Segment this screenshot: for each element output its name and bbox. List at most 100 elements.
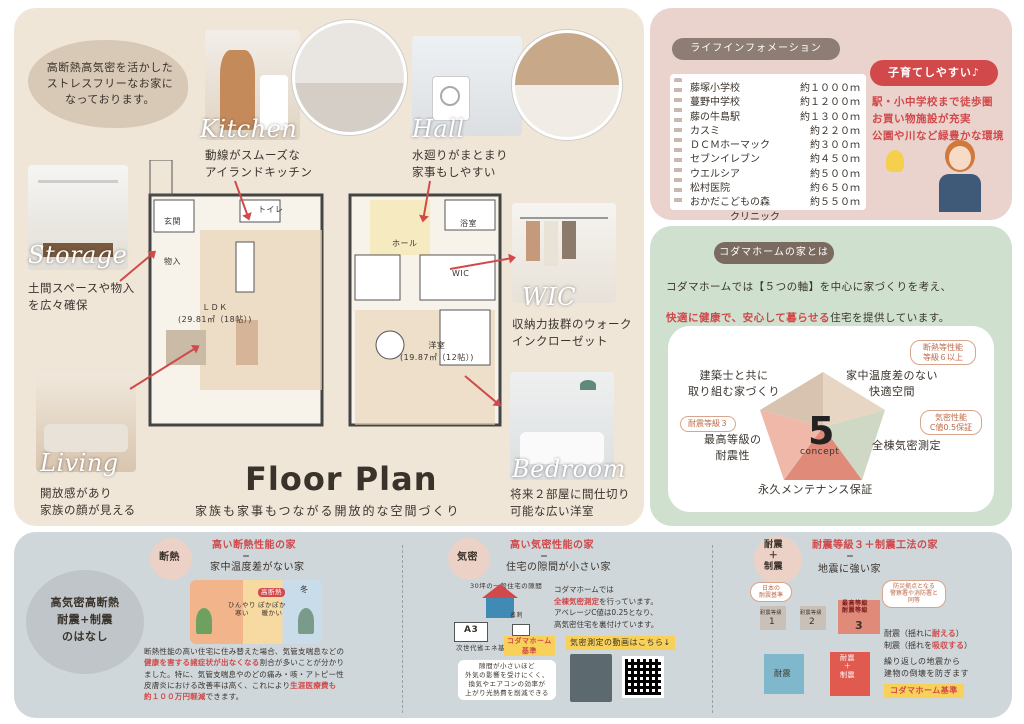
kimitsu-house-roof [482,584,518,598]
level-2-num: 2 [809,617,816,627]
life-info-name: 藤の牛島駅 [690,111,740,123]
kimitsu-video-link[interactable]: 気密測定の動画はこちら↓ [566,636,675,650]
kitchen-script: Kitchen [200,115,298,143]
concept-number: 5 [808,409,835,453]
measurement-photo [570,654,612,702]
meishi-card [512,624,530,636]
dannetsu-body-5: 約１００万円軽減できます。 [144,691,394,702]
taishin-house-2-label: 耐震 ＋ 制震 [840,654,855,679]
kimitsu-equals: ＝ [540,552,549,561]
life-info-distance: 約１３００ｍ [800,111,860,123]
storage-photo [28,165,128,270]
taishin-head: 耐震等級３＋制震工法の家 [812,540,938,551]
kitchen-circle-photo [292,20,407,135]
dannetsu-label: 断熱 [159,552,180,563]
life-info-points: 駅・小中学校まで徒歩圏 お買い物施設が充実 公園や川など緑豊かな環境 [872,96,1004,142]
concept-pentagon [760,372,885,480]
taishin-body-1b: 耐える [932,629,956,638]
floor-plan-subtitle: 家族も家事もつながる開放的な空間づくり [195,504,461,518]
life-info-distance: 約１２００ｍ [800,97,860,109]
dannetsu-body: 断熱性能の高い住宅に住み替えた場合、気管支喘息などの 健康を害する諸症状が出なく… [144,646,394,702]
life-info-name: 藤塚小学校 [690,83,740,94]
hall-photo [412,36,522,136]
taishin-label: 耐震 ＋ 制震 [764,540,784,572]
kimitsu-note: 隙間が小さいほど 外気の影響を受けにくく、 換気やエアコンの効率が 上がり光熱費… [458,660,556,701]
dannetsu-img-warm: ぽかぽか 暖かい [258,601,286,617]
taishin-equals: ＝ [846,552,855,561]
wic-photo [512,203,616,303]
life-info-distance: 約２２０ｍ [810,125,860,137]
dannetsu-body-3: ました。特に、気管支喘息やのどの痛み・咳・アトピー性 [144,669,344,679]
life-info-name: 蔓野中学校 [690,97,740,109]
hall-circle-photo [512,30,622,140]
axis-2: 家中温度差のない 快適空間 [846,369,938,398]
kimitsu-circle [448,538,490,580]
tag-c-value: 気密性能 C値0.5保証 [920,410,982,436]
kitchen-text: 動線がスムーズな アイランドキッチン [205,148,313,179]
life-info-name: ＤＣＭホーマック [690,140,770,152]
life-info-row: 松村医院 約６５０ｍ [690,182,860,196]
life-info-distance: 約５５０ｍ [810,197,860,209]
life-info-distance: 約５００ｍ [810,168,860,180]
room-toilet: トイレ [258,205,284,214]
dannetsu-diagram [190,580,322,644]
dannetsu-body-4: 皮膚炎における改善率は高く、これにより生涯医療費も [144,680,394,691]
life-info-name: 松村医院 [690,183,730,195]
taishin-body-1c: ） [955,629,964,638]
level-1-label: 耐震等級 [760,610,783,616]
taishin-house-1-label: 耐震 [774,669,791,678]
dannetsu-body-2: 健康を害する諸症状が出なくなる割合が多いことが分かり [144,657,394,668]
taishin-house-2 [830,652,870,696]
taishin-house-1 [764,654,804,694]
dannetsu-body-1: 断熱性能の高い住宅に住み替えた場合、気管支喘息などの [144,647,345,656]
hall-text: 水廻りがまとまり 家事もしやすい [412,148,508,179]
storage-script: Storage [28,241,128,269]
life-info-distance: 約４５０ｍ [810,154,860,166]
dannetsu-head: 高い断熱性能の家 [212,540,296,551]
floor-plan-drawing [148,160,502,427]
dannetsu-body-2b: 割合が多いことが分かり [259,658,345,668]
kimitsu-head: 高い気密性能の家 [510,540,594,551]
dannetsu-body-4b: 生涯医療費も [290,680,337,690]
room-monoire: 物入 [164,257,181,266]
living-photo [36,372,136,472]
kodama-lead-end: 住宅を提供しています。 [830,312,950,325]
meishi-label: 名刺 [510,612,524,619]
living-text: 開放感があり 家族の顔が見える [40,486,136,517]
life-info-name: おかだこどもの森 クリニック [690,197,780,223]
concept-word: concept [800,447,840,457]
taishin-body-2b: 吸収する [932,641,964,651]
bottom-badge: 高気密高断熱 耐震+制震 のはなし [50,596,120,644]
kimitsu-standard-2: コダマホーム 基準 [504,636,555,657]
intro-text: 高断熱高気密を活かした ストレスフリーなお家に なっております。 [46,61,174,106]
life-info-row: 藤塚小学校約１０００ｍ [690,82,860,96]
taishin-body: 耐震（揺れに耐える） 制震（揺れを吸収する） [884,628,972,653]
qr-code-icon[interactable] [622,656,664,698]
taishin-body-2: 制震（揺れを吸収する） [884,640,972,652]
life-info-notepad [670,74,866,210]
kimitsu-body: コダマホームでは 全棟気密測定を行っています。 アベレージC値は0.25となり、… [554,584,658,631]
tag-dannetsu-grade: 断熱等性能 等級６以上 [910,340,976,366]
room-genkan: 玄関 [164,217,181,226]
kimitsu-label: 気密 [457,552,478,563]
life-info-row: 藤の牛島駅 約１３００ｍ [690,111,860,125]
dannetsu-img-cold: ひんやり 寒い [228,601,256,617]
bedroom-script: Bedroom [512,455,626,483]
life-info-distance: 約６５０ｍ [810,183,860,195]
level-3-label: 最高等級 耐震等級 [842,600,869,615]
room-wic: WIC [452,269,470,278]
taishin-standard: コダマホーム基準 [884,684,964,698]
level-3-num: 3 [855,619,864,632]
storage-text: 土間スペースや物入 を広々確保 [28,281,135,312]
life-info-row: ＤＣＭホーマック約３００ｍ [690,139,860,153]
level-1-num: 1 [769,617,776,627]
taishin-body-2a: 制震（揺れを [884,641,932,651]
kimitsu-body-4: 高気密住宅を裏付けています。 [554,619,659,629]
wic-script: WIC [522,283,577,311]
taishin-body-3: 繰り返しの地震から 建物の倒壊を防ぎます [884,657,969,678]
taishin-note-1: 日本の 耐震基準 [750,582,792,603]
life-info-title: ライフインフォメーション [672,38,840,60]
kosodate-badge: 子育てしやすい♪ [870,60,998,86]
a3-paper [454,622,488,642]
